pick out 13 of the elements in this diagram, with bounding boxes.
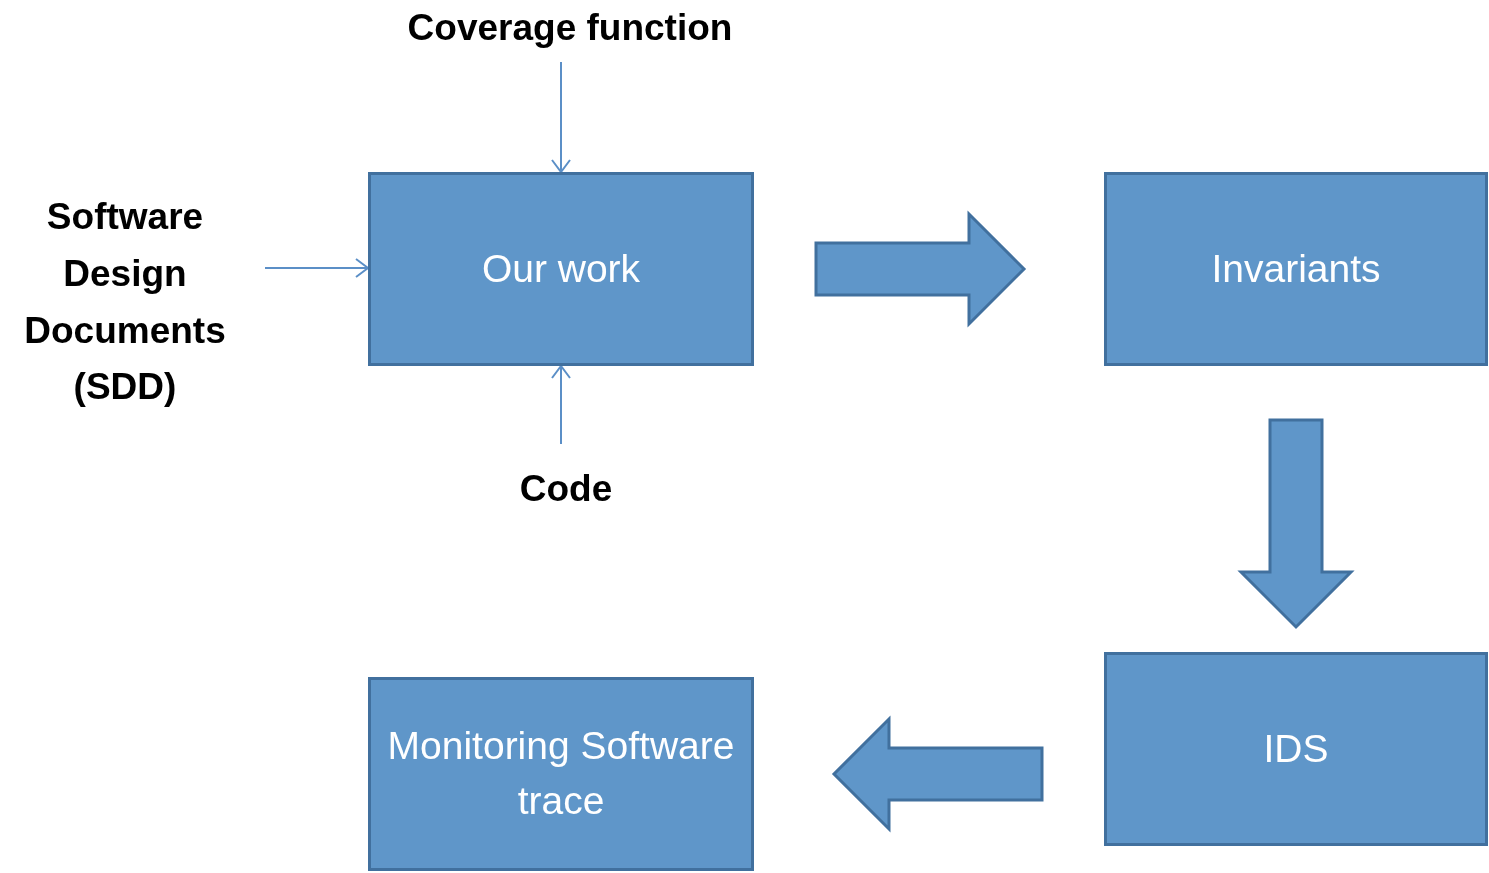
input-label: Coverage function <box>385 6 755 50</box>
process-box: IDS <box>1104 652 1488 846</box>
input-label: Code <box>500 466 632 512</box>
arrow <box>551 61 571 173</box>
process-box: Monitoring Software trace <box>368 677 754 871</box>
block-arrow <box>831 715 1044 833</box>
process-box: Our work <box>368 172 754 366</box>
process-box: Invariants <box>1104 172 1488 366</box>
arrow <box>551 365 571 445</box>
block-arrow <box>814 210 1027 328</box>
input-label: Software Design Documents (SDD) <box>5 190 245 415</box>
block-arrow <box>1237 418 1355 630</box>
arrow <box>264 258 369 278</box>
